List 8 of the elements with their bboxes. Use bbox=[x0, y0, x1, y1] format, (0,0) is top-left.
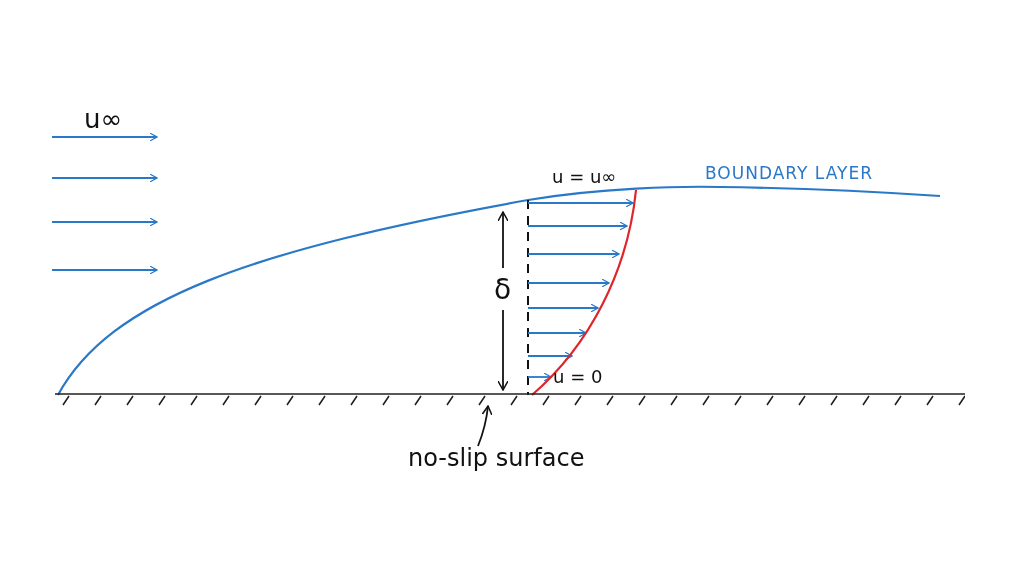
velocity-label: u = 0 bbox=[553, 368, 603, 386]
leader-line bbox=[477, 405, 493, 447]
wall-surface bbox=[55, 392, 965, 406]
surface-label: no-slip surface bbox=[408, 446, 585, 470]
velocity-label: u∞ bbox=[84, 106, 123, 132]
boundary-layer-label: BOUNDARY LAYER bbox=[705, 165, 873, 182]
velocity-label: u = u∞ bbox=[552, 168, 617, 186]
thickness-symbol: δ bbox=[494, 276, 512, 304]
